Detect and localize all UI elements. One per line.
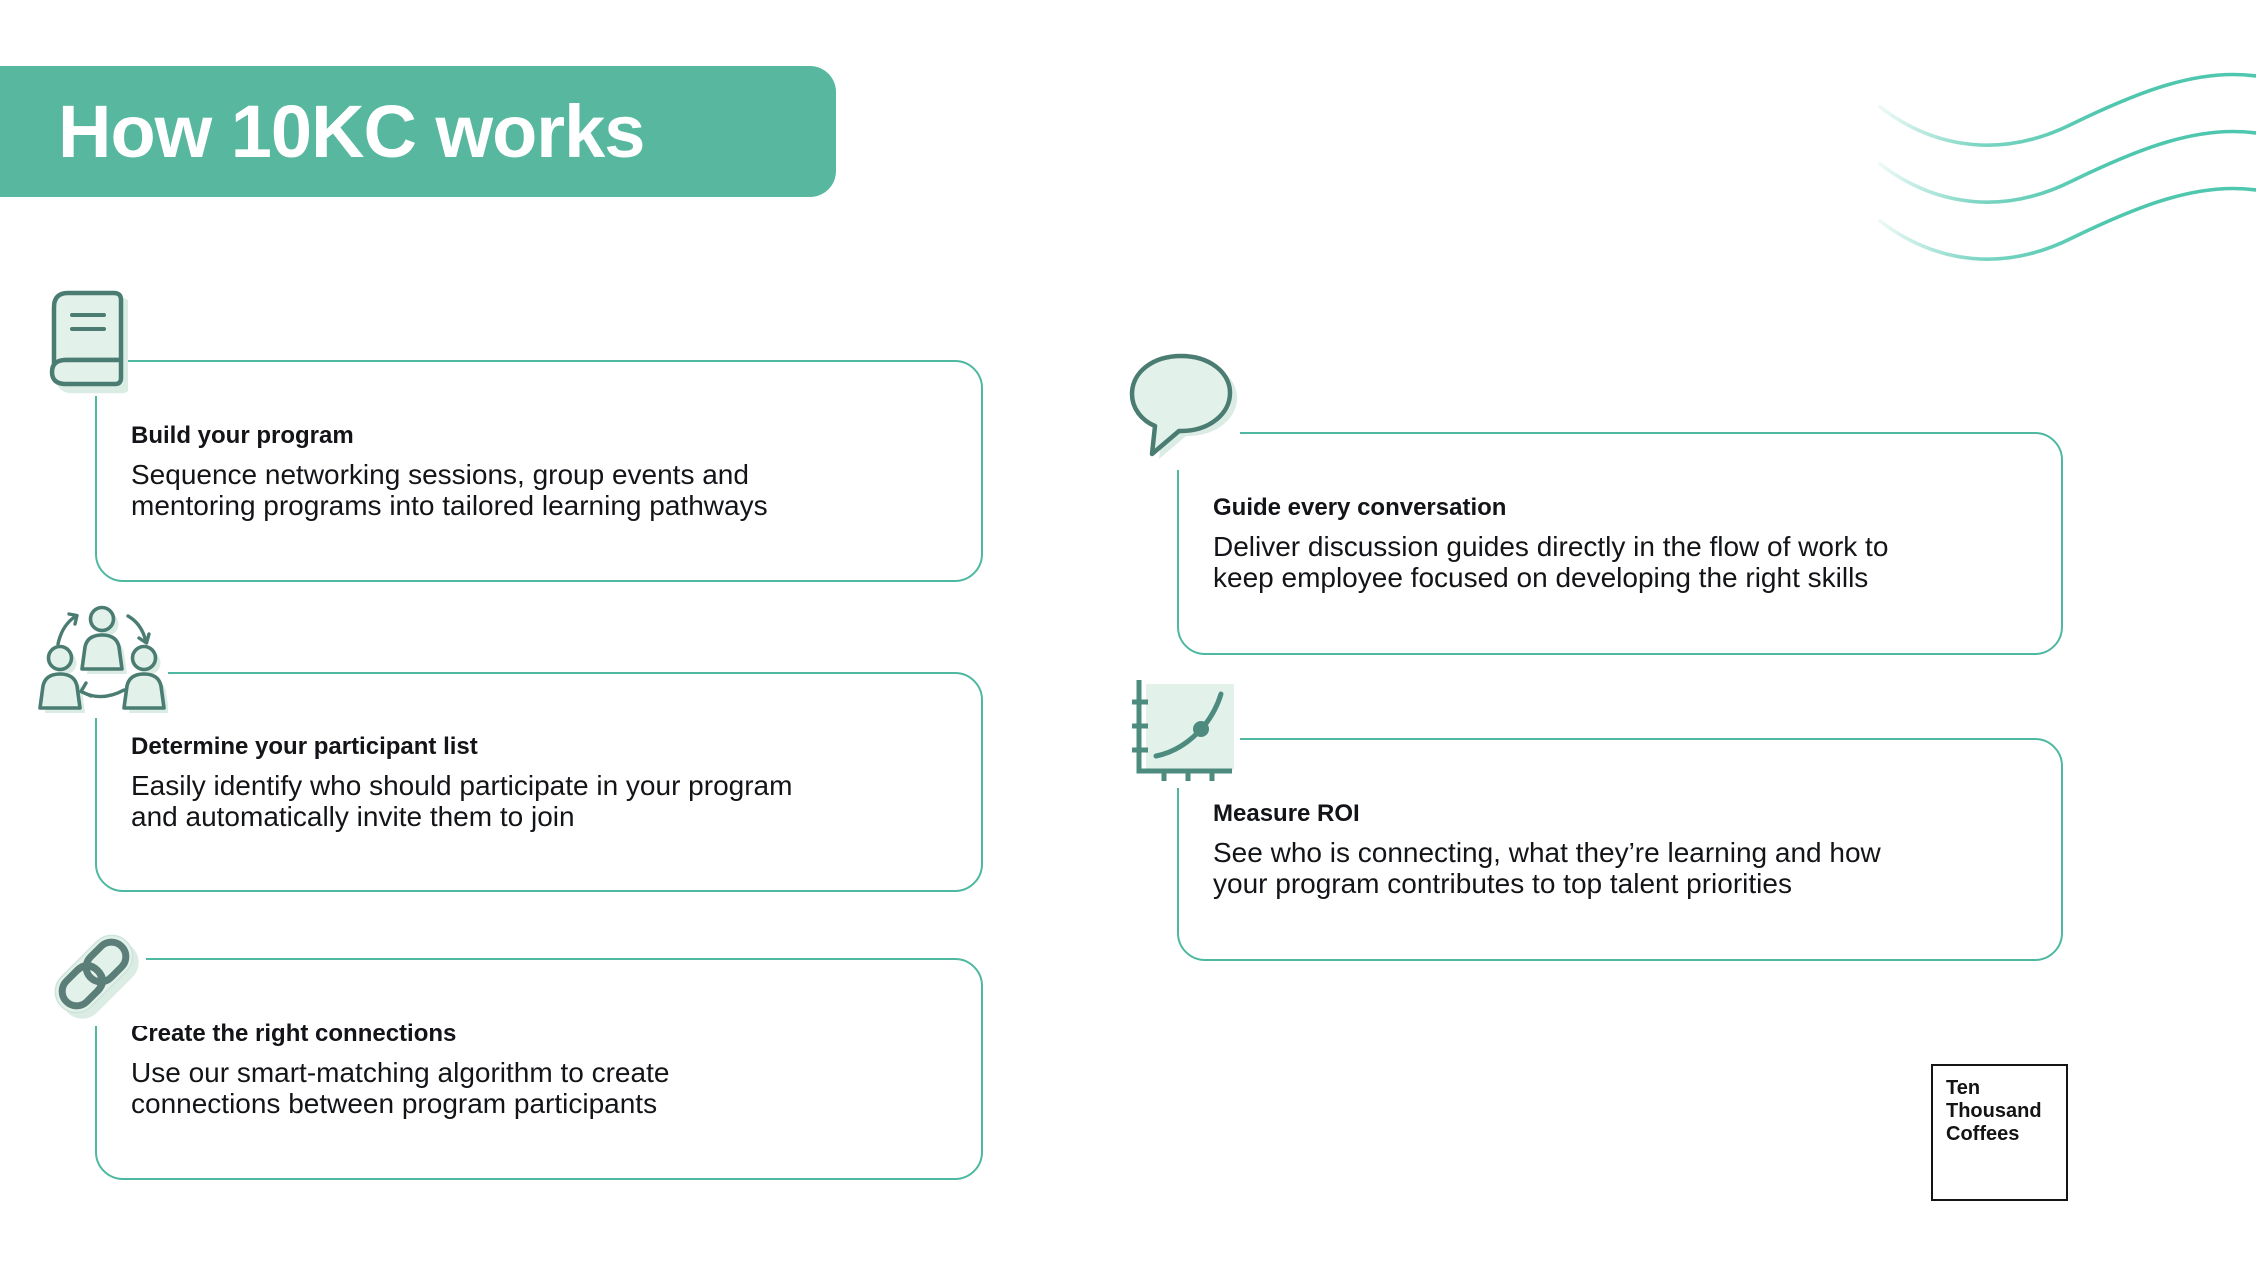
speech-bubble-icon	[1124, 350, 1240, 470]
logo-line: Coffees	[1946, 1123, 2020, 1145]
logo-line: Thousand	[1946, 1100, 2042, 1122]
card-title: Guide every conversation	[1213, 494, 1507, 521]
card-build-your-program: Build your program Sequence networking s…	[95, 360, 983, 582]
book-icon	[40, 288, 128, 396]
card-title: Measure ROI	[1213, 800, 1360, 827]
card-title: Determine your participant list	[131, 732, 478, 760]
card-create-right-connections: Create the right connections Use our sma…	[95, 958, 983, 1180]
card-title: Build your program	[131, 421, 354, 449]
card-measure-roi: Measure ROI See who is connecting, what …	[1177, 738, 2063, 961]
growth-chart-icon	[1124, 672, 1240, 788]
card-determine-participant-list: Determine your participant list Easily i…	[95, 672, 983, 892]
chain-link-icon	[42, 922, 146, 1026]
card-body: Deliver discussion guides directly in th…	[1213, 531, 1889, 593]
wave-line	[1878, 129, 2256, 204]
logo-line: Ten	[1946, 1077, 1981, 1099]
people-network-icon	[36, 604, 168, 718]
card-body: Use our smart-matching algorithm to crea…	[131, 1056, 670, 1119]
card-body: Sequence networking sessions, group even…	[131, 458, 768, 521]
card-body: Easily identify who should participate i…	[131, 769, 793, 832]
card-guide-every-conversation: Guide every conversation Deliver discuss…	[1177, 432, 2063, 655]
page-title: How 10KC works	[58, 90, 645, 173]
card-body: See who is connecting, what they’re lear…	[1213, 837, 1881, 899]
wave-line	[1878, 186, 2256, 261]
wave-line	[1878, 72, 2256, 147]
card-title: Create the right connections	[131, 1019, 457, 1047]
wave-decoration	[1878, 72, 2256, 261]
ten-thousand-coffees-logo: Ten Thousand Coffees	[1931, 1064, 2068, 1201]
header-banner: How 10KC works	[0, 66, 836, 197]
